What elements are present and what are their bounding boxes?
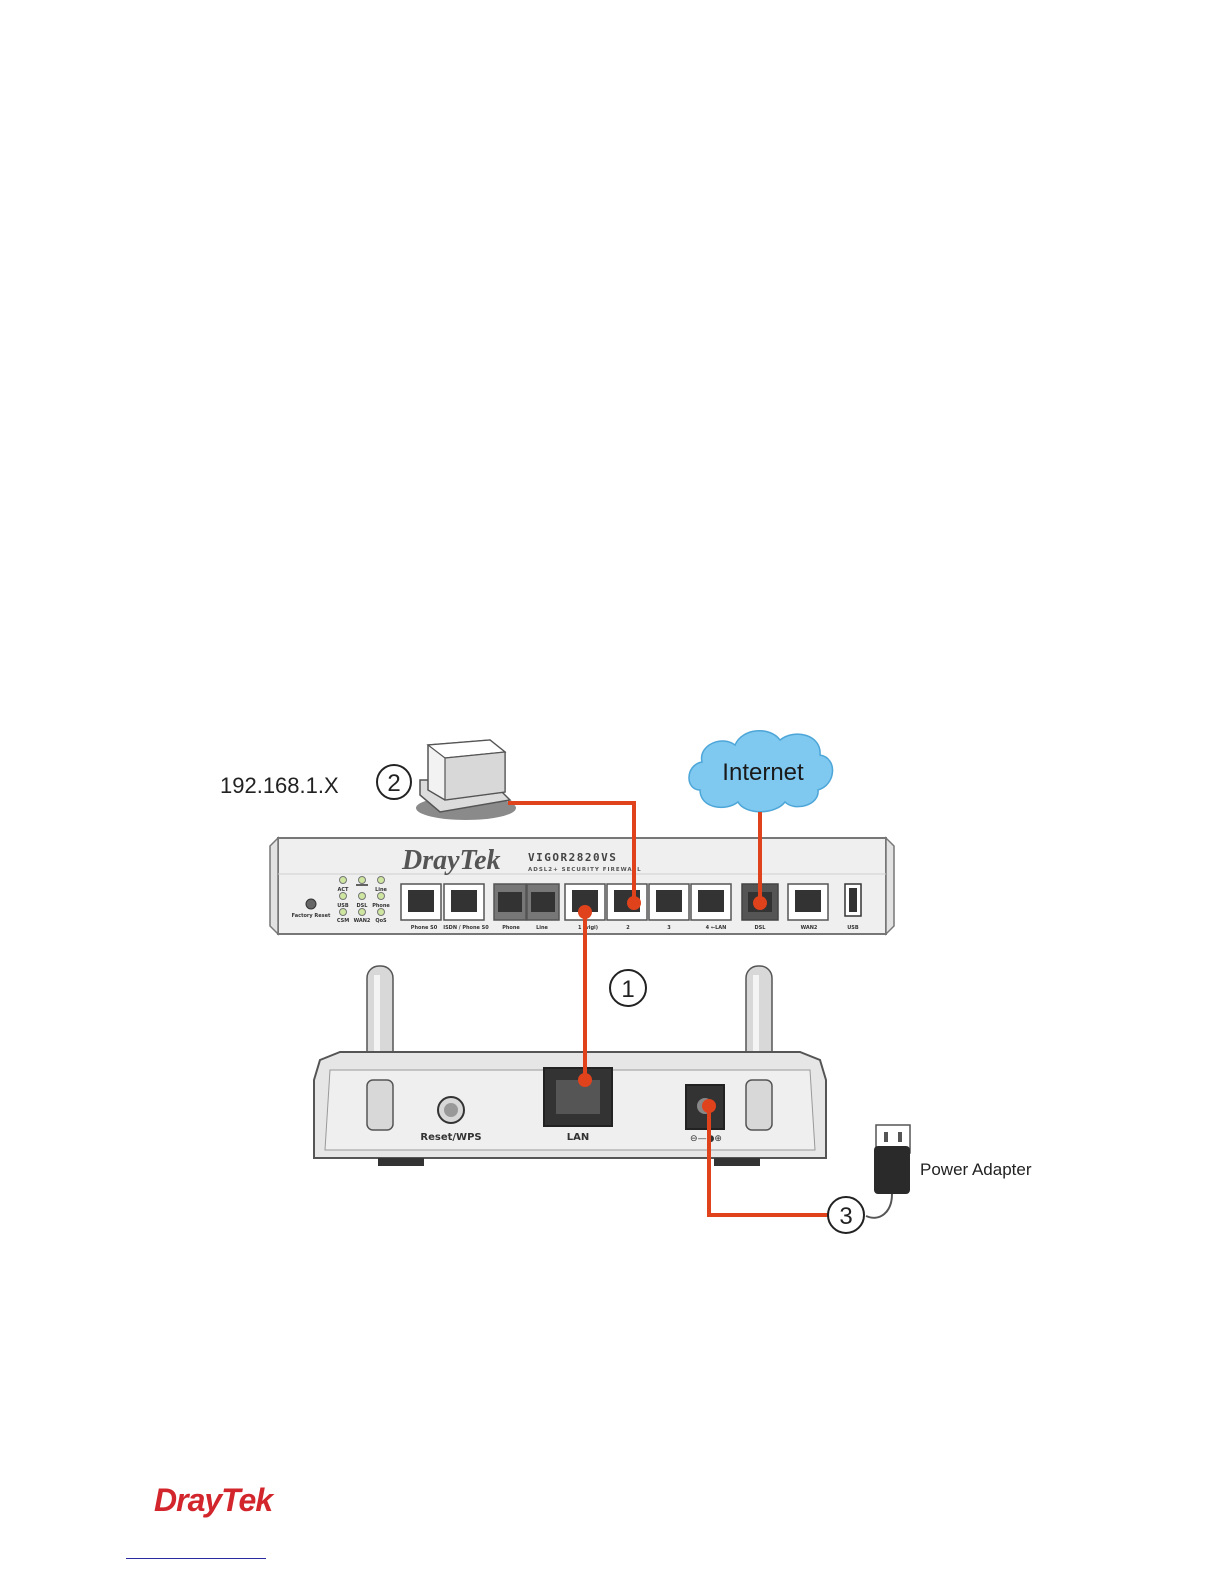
port-label-isdn: ISDN / Phone S0: [443, 925, 489, 931]
led-label-wan2: WAN2: [354, 918, 371, 924]
ap-lan-label: LAN: [567, 1132, 589, 1143]
port-label-line: Line: [536, 925, 548, 931]
logo-dray: Dray: [154, 1482, 221, 1518]
led-label-line: Line: [375, 887, 387, 893]
connector-dot: [627, 896, 641, 910]
logo-tek: Tek: [221, 1482, 272, 1518]
port-label-dsl: DSL: [755, 925, 767, 931]
port-label-lan-3: 3: [667, 925, 671, 931]
led-indicator: [378, 909, 385, 916]
power-adapter-label: Power Adapter: [920, 1160, 1032, 1179]
connector-dot: [578, 1073, 592, 1087]
led-label-act: ACT: [338, 887, 350, 893]
callout-3-number: 3: [839, 1203, 852, 1230]
callout-1: 1: [610, 970, 646, 1006]
vigor-brand-logo: DrayTek: [401, 845, 501, 876]
callout-3: 3: [828, 1197, 864, 1233]
power-adapter-icon: [866, 1125, 910, 1218]
footer-divider: [126, 1558, 266, 1559]
internet-label: Internet: [722, 759, 804, 786]
vigor-router: DrayTek VIGOR2820VS ADSL2+ SECURITY FIRE…: [270, 838, 894, 934]
callout-2-number: 2: [387, 770, 400, 797]
callout-2: 2: [377, 765, 411, 799]
pc-ip-label: 192.168.1.X: [220, 773, 339, 798]
power-polarity-symbol: ⊖—●⊕: [690, 1134, 722, 1144]
factory-reset-button[interactable]: [306, 899, 316, 909]
led-label-phone: Phone: [372, 903, 390, 909]
callout-1-number: 1: [621, 976, 634, 1003]
led-label-usb: USB: [337, 903, 349, 909]
led-label-qos: QoS: [375, 918, 387, 924]
connector-dot: [702, 1099, 716, 1113]
port-label-wan2: WAN2: [801, 925, 818, 931]
led-indicator: [378, 877, 385, 884]
led-indicator: [359, 893, 366, 900]
draytek-logo: DrayTek: [154, 1482, 272, 1519]
pc-icon: [416, 740, 516, 820]
led-indicator: [359, 909, 366, 916]
led-indicator: [340, 909, 347, 916]
led-indicator: [340, 877, 347, 884]
port-label-lan-1: 1 (vigi): [578, 925, 598, 931]
connector-dot: [753, 896, 767, 910]
port-label-phone-s0: Phone S0: [411, 925, 438, 931]
led-label-dsl: DSL: [357, 903, 369, 909]
led-label-csm: CSM: [337, 918, 349, 924]
led-indicator: [378, 893, 385, 900]
led-indicator: [340, 893, 347, 900]
port-label-usb: USB: [847, 925, 859, 931]
port-label-lan-4: 4 ←LAN: [706, 925, 727, 931]
factory-reset-label: Factory Reset: [292, 913, 331, 919]
vigor-model-label: VIGOR2820VS: [528, 851, 617, 864]
port-label-phone: Phone: [502, 925, 520, 931]
access-point: Reset/WPS LAN ⊖—●⊕: [314, 966, 826, 1166]
reset-wps-label: Reset/WPS: [420, 1132, 481, 1143]
vigor-subtitle-label: ADSL2+ SECURITY FIREWALL: [528, 867, 642, 873]
port-label-lan-2: 2: [626, 925, 630, 931]
led-indicator: [359, 877, 366, 884]
connector-dot: [578, 905, 592, 919]
internet-cloud-icon: Internet: [689, 731, 833, 812]
